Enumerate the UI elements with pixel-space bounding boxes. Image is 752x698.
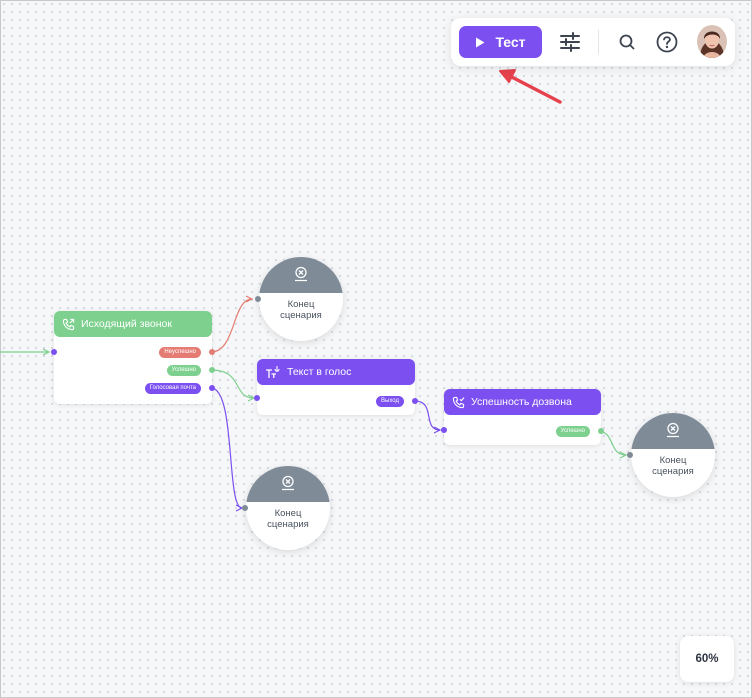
node-end-2[interactable]: Конец сценария [246,466,330,550]
link-incoming-arrow [42,348,51,356]
zoom-level-control[interactable]: 60% [680,636,734,682]
output-port-voicemail[interactable] [209,385,215,391]
node-end-1[interactable]: Конец сценария [259,257,343,341]
top-toolbar: Тест [451,18,735,66]
phone-check-icon [452,396,465,408]
node-call-success-title: Успешность дозвона [471,396,572,408]
node-outgoing-call[interactable]: Исходящий звонок Неуспешно Успешно Голос… [51,311,215,404]
link-tts-to-success [414,400,441,431]
end-node-label: Конец сценария [652,455,694,477]
avatar[interactable] [697,25,727,58]
end-2-input-port[interactable] [242,505,248,511]
link-voicemail-to-end2 [210,387,243,509]
node-call-success[interactable]: Успешность дозвона Успешно [441,389,604,445]
output-port-failed[interactable] [209,349,215,355]
input-port[interactable] [441,427,447,433]
node-outgoing-call-title: Исходящий звонок [81,318,172,330]
node-text-to-speech[interactable]: Текст в голос Выход [254,359,418,415]
node-tts-header[interactable]: Текст в голос [257,359,415,385]
end-call-icon [282,475,294,491]
play-icon [476,37,485,47]
link-failed-to-end1 [210,298,253,353]
output-exit-label: Выход [376,396,404,407]
node-tts-title: Текст в голос [287,366,352,378]
text-to-speech-icon [266,366,280,378]
search-icon[interactable] [614,29,640,55]
help-icon[interactable] [654,29,680,55]
test-button-label: Тест [495,34,526,50]
end-node-label: Конец сценария [267,508,309,530]
output-port-exit[interactable] [412,398,418,404]
end-node-label: Конец сценария [280,299,322,321]
test-button[interactable]: Тест [459,26,542,58]
link-tts-arrow [433,426,442,434]
zoom-level-value: 60% [695,653,719,665]
output-failed-label: Неуспешно [159,347,201,358]
output-voicemail-label: Голосовая почта [144,383,201,394]
end-call-icon [295,266,307,282]
node-end-3[interactable]: Конец сценария [631,413,715,497]
link-success-to-end3 [596,430,627,456]
node-outgoing-call-header[interactable]: Исходящий звонок [54,311,212,337]
output-success-label: Успешно [166,365,201,376]
input-port[interactable] [51,349,57,355]
end-call-icon [667,422,679,438]
input-port[interactable] [254,395,260,401]
end-node-cap [631,413,715,449]
link-success2-arrow [619,451,628,459]
end-node-cap [259,257,343,293]
link-failed-arrow [245,295,254,303]
output-success-label: Успешно [555,426,590,437]
annotation-arrow [499,69,562,104]
sliders-icon[interactable] [557,29,583,55]
output-port-success[interactable] [209,367,215,373]
end-1-input-port[interactable] [255,296,261,302]
output-port-success[interactable] [598,428,604,434]
toolbar-separator [598,30,599,54]
phone-outgoing-icon [62,318,75,330]
end-3-input-port[interactable] [627,452,633,458]
link-success-to-tts [210,369,255,399]
end-node-cap [246,466,330,502]
node-call-success-header[interactable]: Успешность дозвона [444,389,601,415]
